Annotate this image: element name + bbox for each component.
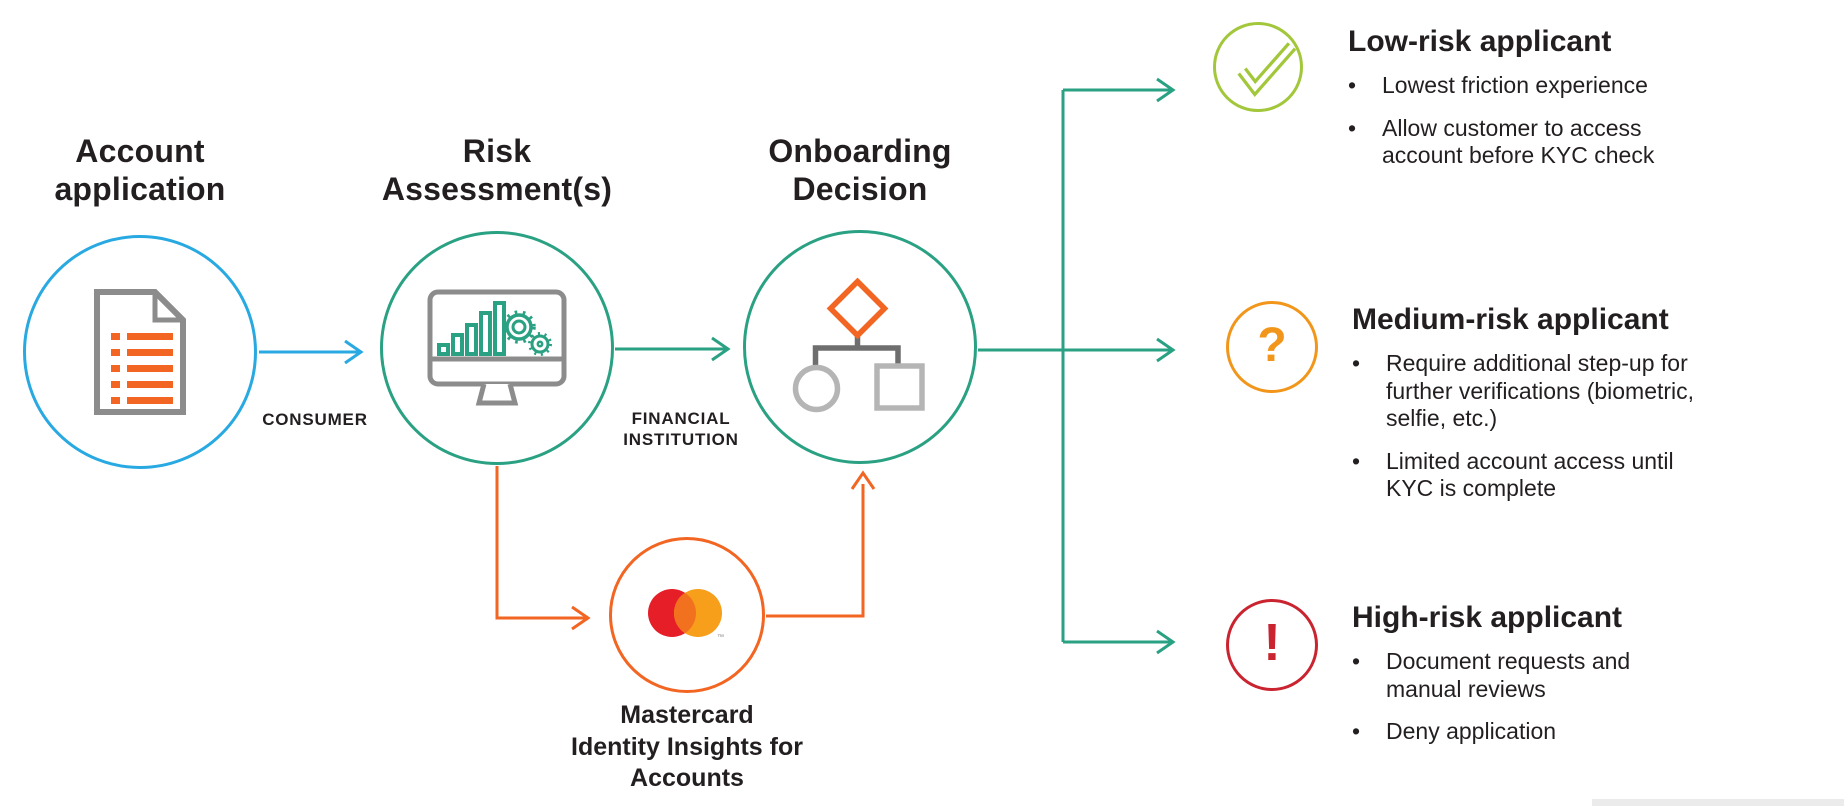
consumer-arrow (259, 339, 364, 365)
decision-flowchart-icon (792, 277, 925, 413)
high-risk-bullets: • Document requests and manual reviews •… (1352, 648, 1844, 746)
document-lines (111, 333, 173, 404)
document-icon (94, 289, 186, 415)
circle-shape (792, 364, 841, 413)
risk-to-mastercard-arrow (495, 466, 591, 631)
bullet-marker: • (1352, 350, 1361, 376)
medium-risk-title: Medium-risk applicant (1352, 303, 1669, 336)
high-risk-outcome: High-risk applicant • Document requests … (1352, 600, 1844, 761)
bullet-marker: • (1348, 114, 1357, 141)
low-risk-title: Low-risk applicant (1348, 25, 1612, 58)
account-application-node (23, 235, 257, 469)
risk-assessment-node (380, 231, 614, 465)
mastercard-to-onboarding-arrow (766, 470, 876, 618)
onboarding-decision-node (743, 230, 977, 464)
onboarding-branch-lines (978, 77, 1176, 655)
mastercard-node: ™ (609, 537, 765, 693)
consumer-label: CONSUMER (262, 410, 368, 429)
medium-risk-outcome: Medium-risk applicant • Require addition… (1352, 302, 1844, 518)
onboarding-decision-title: Onboarding Decision (768, 133, 952, 207)
account-application-title: Account application (54, 133, 226, 207)
low-risk-outcome: Low-risk applicant • Lowest friction exp… (1348, 24, 1844, 185)
question-glyph: ? (1257, 319, 1287, 372)
check-icon (1213, 22, 1303, 112)
bullet-item: • Allow customer to access account befor… (1348, 114, 1655, 169)
risk-assessment-title: Risk Assessment(s) (381, 133, 613, 207)
bullet-marker: • (1352, 718, 1361, 745)
medium-risk-bullets: • Require additional step-up for further… (1352, 350, 1844, 503)
bullet-item: • Document requests and manual reviews (1352, 648, 1631, 702)
low-risk-bullets: • Lowest friction experience • Allow cus… (1348, 72, 1844, 170)
gears-icon (502, 310, 552, 356)
bullet-marker: • (1348, 72, 1357, 98)
trademark-symbol: ™ (717, 634, 724, 641)
mastercard-caption: Mastercard Identity Insights for Account… (571, 701, 803, 792)
bullet-item: • Limited account access until KYC is co… (1352, 447, 1674, 502)
bullet-marker: • (1352, 447, 1361, 474)
square-shape (874, 363, 925, 411)
diamond-shape (826, 277, 889, 340)
bullet-item: • Deny application (1352, 718, 1557, 745)
mastercard-logo-icon: ™ (648, 589, 724, 641)
bullet-marker: • (1352, 648, 1361, 674)
bullet-item: • Require additional step-up for further… (1352, 350, 1695, 432)
page-edge-bar (1592, 799, 1844, 806)
high-risk-title: High-risk applicant (1352, 601, 1623, 634)
bar-chart-icon (437, 301, 506, 356)
exclamation-icon: ! (1226, 599, 1318, 691)
analytics-monitor-icon (427, 289, 567, 406)
bullet-item: • Lowest friction experience (1348, 72, 1648, 98)
question-icon: ? (1226, 301, 1318, 393)
financial-institution-label: FINANCIAL INSTITUTION (623, 409, 739, 450)
check-mark (1237, 42, 1297, 98)
exclamation-glyph: ! (1263, 614, 1281, 672)
risk-to-onboarding-arrow (615, 336, 731, 362)
